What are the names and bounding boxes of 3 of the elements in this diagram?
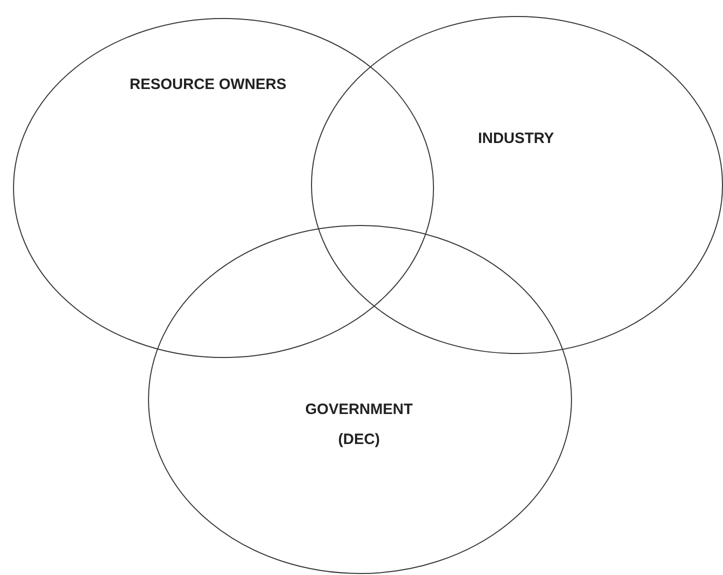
set-label: GOVERNMENT (DEC) [304, 400, 414, 450]
set-label: RESOURCE OWNERS [128, 75, 288, 95]
set-label: INDUSTRY [476, 129, 556, 149]
